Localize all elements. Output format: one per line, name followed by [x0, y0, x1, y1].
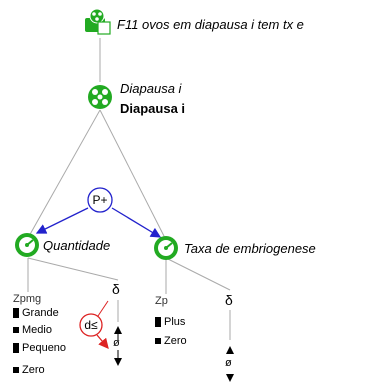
- quantity-value-zero-right: Zero: [155, 335, 187, 347]
- value-label: Zero: [164, 335, 187, 347]
- quantity-value-plus: Plus: [155, 316, 185, 328]
- quantity-value-medio: Medio: [13, 324, 52, 336]
- derivative-symbol-right: δ: [225, 292, 233, 308]
- quantity-value-pequeno: Pequeno: [13, 342, 66, 354]
- quantity-space-right-name: Zp: [155, 295, 168, 307]
- inequality-label: d≤: [84, 318, 98, 332]
- link-entity-to-quantidade: [27, 109, 101, 239]
- entity-icon: [88, 85, 112, 109]
- link-quantidade-to-delta: [27, 257, 119, 281]
- quantity-right-label: Taxa de embriogenese: [184, 241, 316, 256]
- entity-label-bold: Diapausa i: [120, 101, 186, 116]
- quantity-left-label: Quantidade: [43, 238, 111, 253]
- value-label: Medio: [22, 324, 52, 336]
- interval-marker: [155, 317, 161, 327]
- quantity-gauge-icon-right: [154, 236, 178, 260]
- influence-node-circle: [87, 187, 113, 213]
- influence-arrow-to-taxa: [111, 207, 162, 238]
- link-entity-to-taxa: [99, 109, 167, 241]
- interval-marker: [13, 343, 19, 353]
- point-marker: [13, 367, 19, 373]
- quantity-value-grande: Grande: [13, 307, 59, 319]
- influence-arrow-to-quantidade: [35, 207, 89, 234]
- ecological-entity-icon: [85, 8, 111, 35]
- inequality-arrow: [96, 334, 109, 349]
- value-label: Pequeno: [22, 342, 67, 354]
- point-marker: [13, 327, 19, 333]
- derivative-arrows-right: [226, 346, 234, 382]
- value-label: Plus: [164, 316, 186, 328]
- entity-label-italic: Diapausa i: [120, 81, 182, 96]
- derivative-value-right: ø: [225, 357, 232, 369]
- quantity-space-left-name: Zpmg: [13, 293, 42, 305]
- influence-node-label: P+: [92, 193, 108, 207]
- inequality-circle: [79, 313, 103, 337]
- top-node-label: F11 ovos em diapausa i tem tx e: [117, 17, 304, 32]
- quantity-gauge-icon-left: [15, 233, 39, 257]
- value-label: Grande: [22, 307, 59, 319]
- quantity-value-zero-left: Zero: [13, 364, 45, 376]
- link-taxa-to-delta: [165, 257, 231, 291]
- derivative-symbol-left: δ: [112, 281, 120, 297]
- derivative-arrows-left: [114, 326, 122, 366]
- point-marker: [155, 338, 161, 344]
- value-label: Zero: [22, 364, 45, 376]
- derivative-value-left: ø: [113, 337, 120, 349]
- interval-marker: [13, 308, 19, 318]
- inequality-link: [97, 300, 109, 317]
